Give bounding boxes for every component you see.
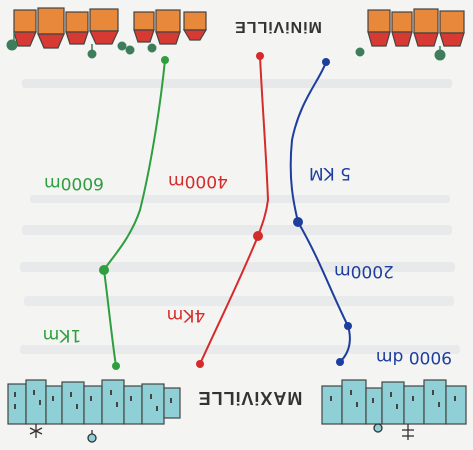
route-green-label-2: 1Km bbox=[43, 325, 82, 345]
route-blue-stop-4 bbox=[336, 358, 344, 366]
route-red-stop-2 bbox=[253, 231, 263, 241]
route-blue-line bbox=[291, 62, 350, 362]
bottom-city-maxiville: MAXiViLLE bbox=[8, 380, 466, 442]
route-blue-label-1: 5 KM bbox=[309, 163, 351, 183]
route-green: 6000m 1Km bbox=[43, 56, 169, 370]
route-green-stop-2 bbox=[99, 265, 109, 275]
route-red-label-1: 4000m bbox=[168, 171, 228, 191]
route-red-stop-1 bbox=[256, 52, 264, 60]
city-name-top: MiNiViLLE bbox=[234, 18, 322, 35]
top-city-miniville: MiNiViLLE bbox=[7, 8, 464, 60]
route-red-stop-3 bbox=[196, 360, 204, 368]
houses-left-cluster bbox=[14, 8, 206, 48]
trees-right bbox=[356, 46, 445, 60]
city-name-bottom: MAXiViLLE bbox=[198, 388, 303, 408]
route-blue-label-2: 2000m bbox=[334, 261, 394, 281]
route-green-label-1: 6000m bbox=[44, 173, 104, 193]
route-red-line bbox=[200, 56, 268, 364]
route-blue-stop-2 bbox=[293, 217, 303, 227]
buildings-right bbox=[322, 380, 466, 424]
route-blue-label-3: 9000 dm bbox=[376, 347, 452, 367]
route-blue: 5 KM 2000m 9000 dm bbox=[291, 58, 452, 367]
buildings-left bbox=[8, 380, 180, 424]
route-blue-stop-1 bbox=[322, 58, 330, 66]
route-red-label-2: 4Km bbox=[167, 305, 206, 325]
paper-background bbox=[20, 79, 460, 354]
route-red: 4000m 4Km bbox=[167, 52, 268, 368]
route-green-line bbox=[104, 60, 165, 366]
route-green-stop-3 bbox=[112, 362, 120, 370]
route-blue-stop-3 bbox=[344, 322, 352, 330]
houses-right-cluster bbox=[368, 9, 464, 46]
bottom-left-details bbox=[30, 424, 96, 442]
route-green-stop-1 bbox=[161, 56, 169, 64]
bottom-right-details bbox=[374, 424, 414, 440]
